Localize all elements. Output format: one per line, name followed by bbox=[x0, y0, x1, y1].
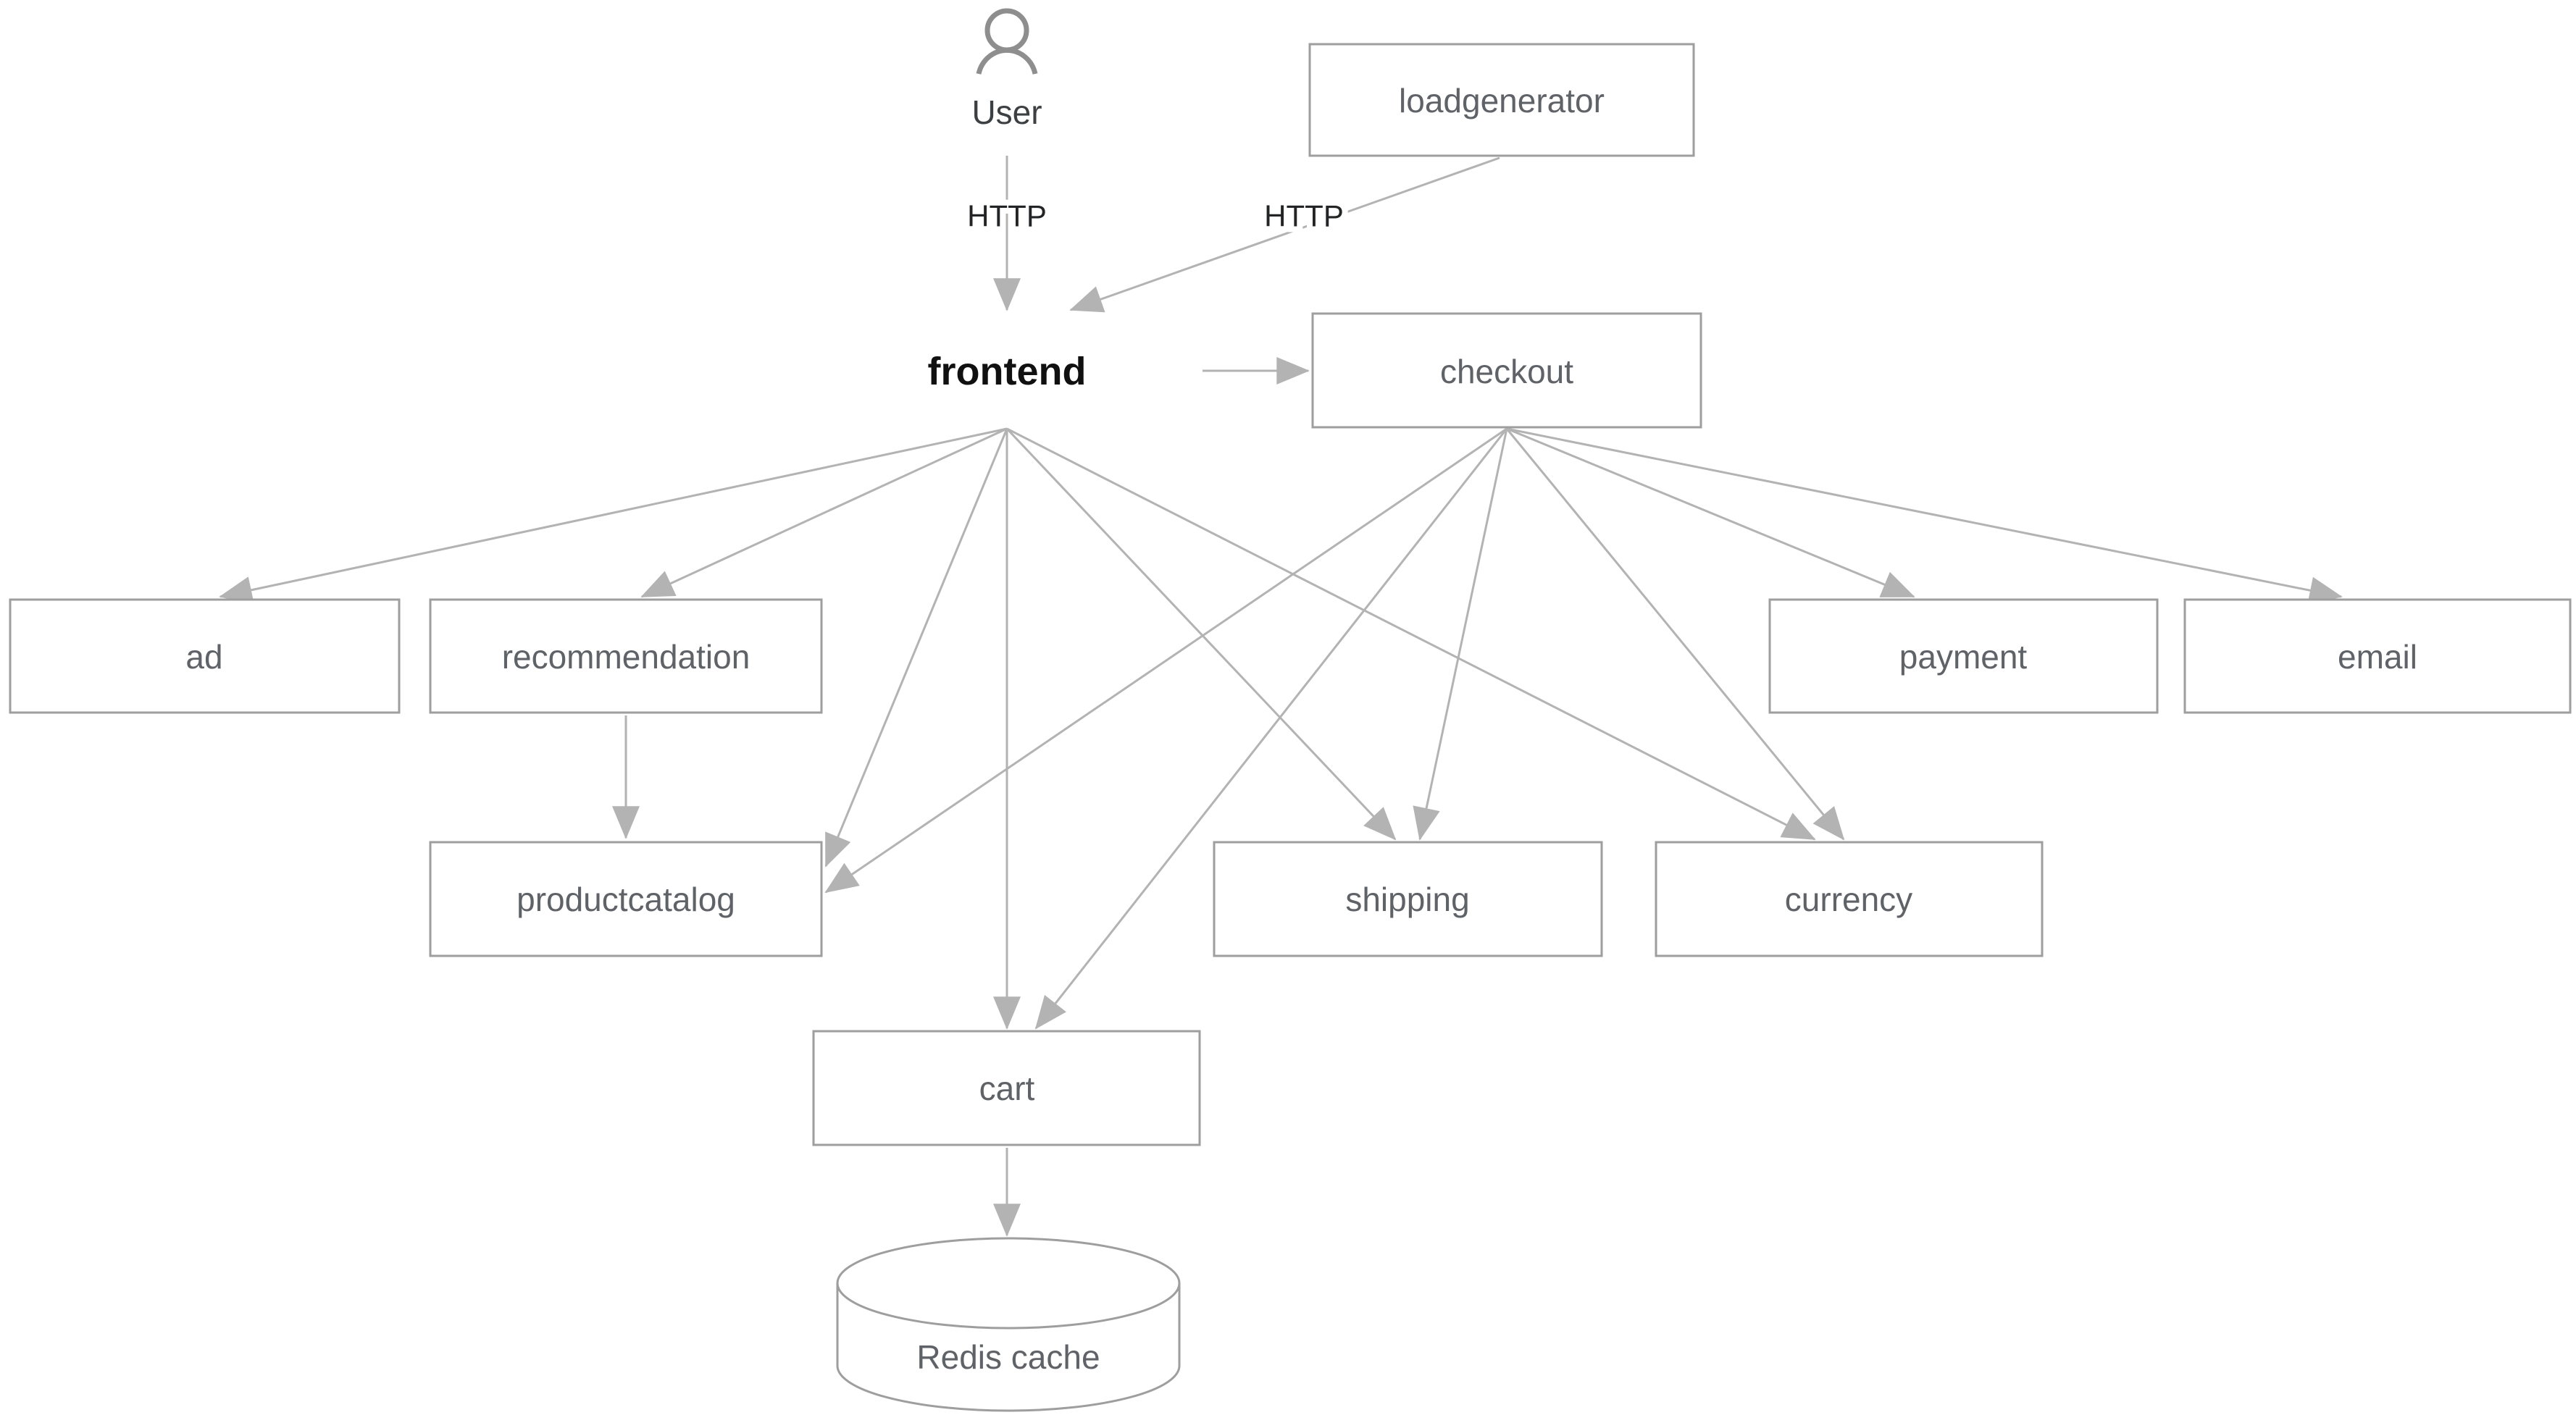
edge-checkout-currency bbox=[1505, 428, 1845, 841]
user-icon bbox=[984, 8, 1029, 53]
edge-frontend-currency bbox=[1006, 427, 1816, 841]
node-cart-label: cart bbox=[979, 1070, 1035, 1107]
edge-label-user-http: HTTP bbox=[967, 199, 1047, 233]
user-icon-shoulders bbox=[976, 47, 1038, 75]
node-productcatalog[interactable]: productcatalog bbox=[429, 841, 823, 957]
node-loadgenerator-label: loadgenerator bbox=[1399, 82, 1605, 119]
edge-checkout-shipping bbox=[1413, 428, 1508, 841]
node-frontend-label: frontend bbox=[928, 350, 1087, 393]
node-productcatalog-label: productcatalog bbox=[517, 881, 735, 918]
node-checkout[interactable]: checkout bbox=[1311, 312, 1702, 429]
edge-group bbox=[219, 156, 2343, 1237]
node-checkout-label: checkout bbox=[1440, 353, 1573, 390]
node-redis-label: Redis cache bbox=[916, 1338, 1100, 1376]
edge-frontend-shipping bbox=[1005, 427, 1397, 841]
node-loadgenerator[interactable]: loadgenerator bbox=[1308, 43, 1695, 157]
node-email-label: email bbox=[2338, 638, 2417, 676]
edge-frontend-productcatalog bbox=[824, 428, 1008, 868]
actor-user-label: User bbox=[971, 93, 1042, 131]
edge-checkout-email bbox=[1506, 427, 2343, 604]
edge-loadgenerator-frontend bbox=[1069, 156, 1500, 313]
edge-frontend-recommendation bbox=[640, 427, 1008, 598]
edge-checkout-productcatalog bbox=[824, 427, 1507, 894]
node-recommendation[interactable]: recommendation bbox=[429, 598, 823, 714]
node-shipping-label: shipping bbox=[1345, 881, 1469, 918]
node-cart[interactable]: cart bbox=[812, 1030, 1201, 1146]
edge-frontend-ad bbox=[219, 427, 1008, 604]
node-currency[interactable]: currency bbox=[1655, 841, 2044, 957]
edge-checkout-cart bbox=[1034, 428, 1508, 1030]
edge-label-loadgen-http: HTTP bbox=[1264, 199, 1344, 233]
database-cylinder-top bbox=[836, 1237, 1181, 1330]
node-payment[interactable]: payment bbox=[1768, 598, 2159, 714]
node-ad-label: ad bbox=[185, 638, 222, 676]
node-payment-label: payment bbox=[1899, 638, 2028, 676]
node-shipping[interactable]: shipping bbox=[1213, 841, 1603, 957]
edge-checkout-payment bbox=[1506, 427, 1915, 598]
node-redis-cache[interactable]: Redis cache bbox=[836, 1237, 1181, 1412]
actor-user: User bbox=[971, 8, 1042, 131]
node-frontend[interactable]: frontend bbox=[814, 314, 1200, 427]
node-currency-label: currency bbox=[1785, 881, 1912, 918]
node-email[interactable]: email bbox=[2183, 598, 2572, 714]
node-recommendation-label: recommendation bbox=[502, 638, 750, 676]
node-ad[interactable]: ad bbox=[9, 598, 401, 714]
